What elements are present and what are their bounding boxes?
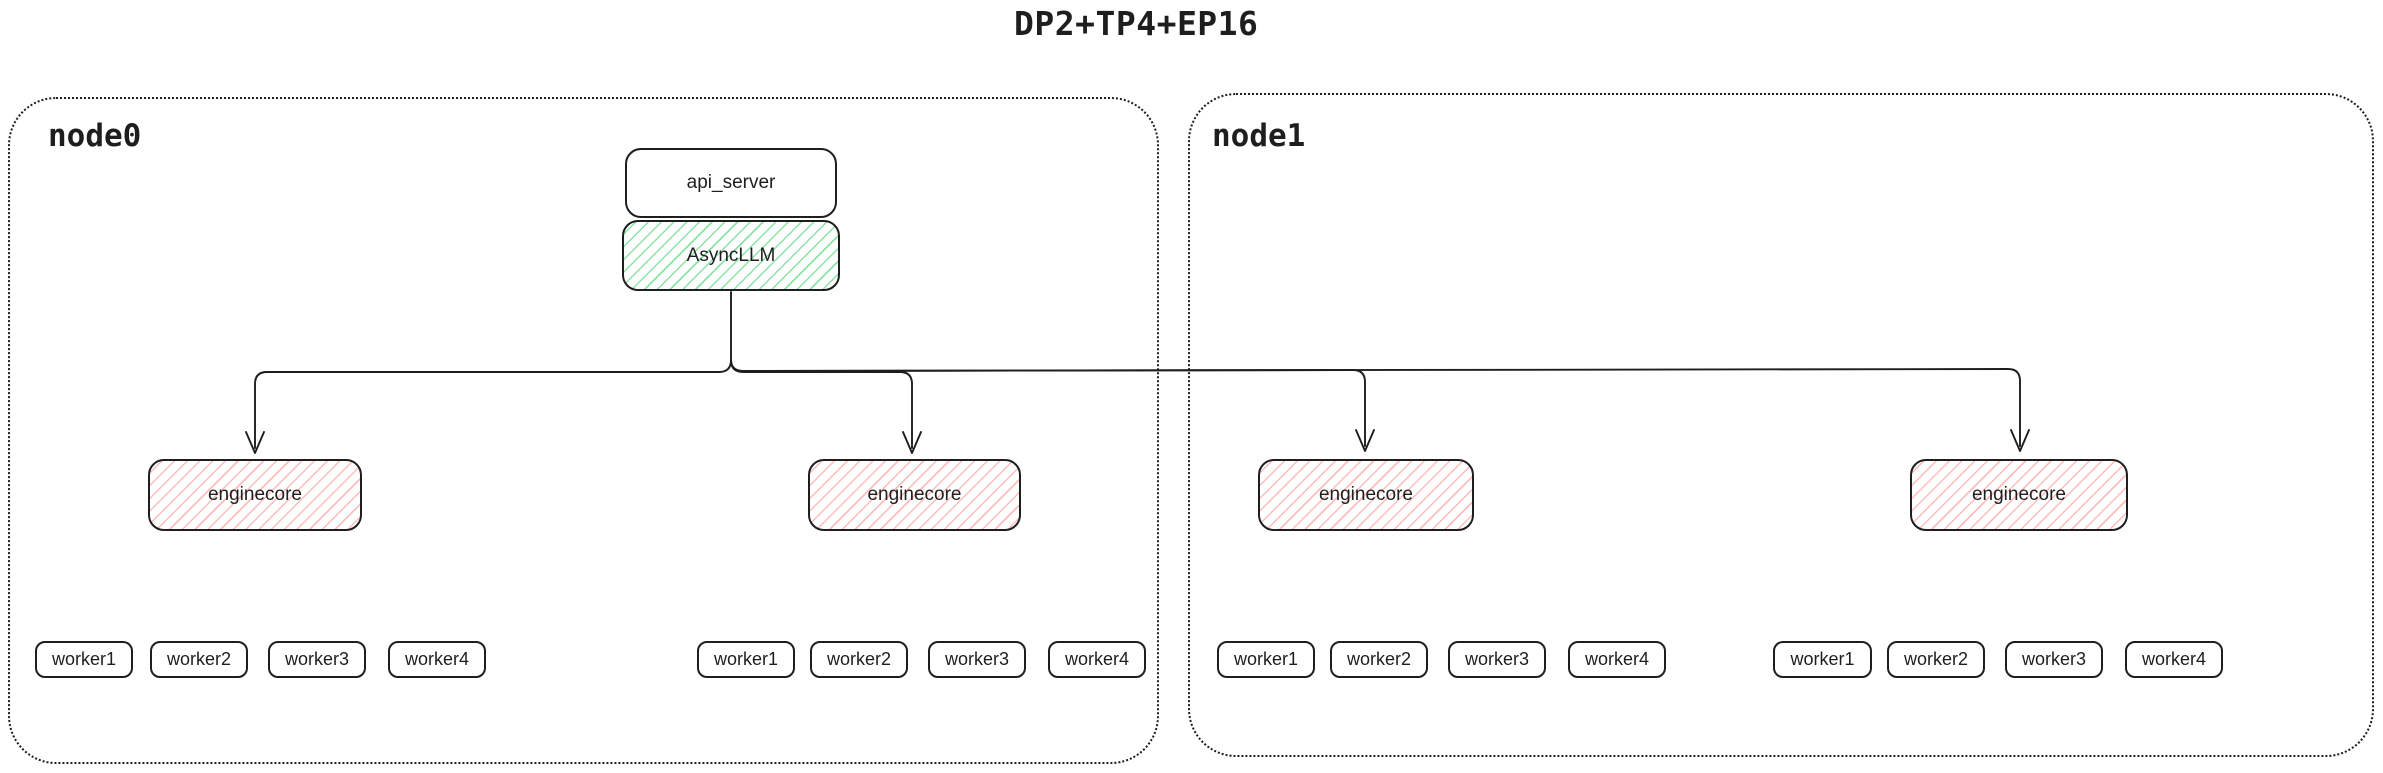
worker-box: worker3 (928, 641, 1026, 678)
worker-box: worker3 (268, 641, 366, 678)
enginecore-label: enginecore (207, 484, 303, 505)
worker-box: worker2 (1887, 641, 1985, 678)
enginecore-label: enginecore (1971, 484, 2067, 505)
enginecore-label: enginecore (1318, 484, 1414, 505)
node0-label: node0 (48, 118, 142, 154)
worker-box: worker2 (810, 641, 908, 678)
worker-box: worker4 (1568, 641, 1666, 678)
api-server-box: api_server (625, 148, 837, 218)
asyncllm-label: AsyncLLM (686, 244, 776, 266)
enginecore-box-2: enginecore (808, 459, 1021, 531)
worker-box: worker4 (1048, 641, 1146, 678)
enginecore-label: enginecore (867, 484, 962, 505)
worker-box: worker4 (2125, 641, 2223, 678)
node1-label: node1 (1212, 118, 1306, 154)
worker-box: worker4 (388, 641, 486, 678)
worker-box: worker2 (1330, 641, 1428, 678)
worker-box: worker2 (150, 641, 248, 678)
api-server-label: api_server (686, 172, 776, 193)
worker-box: worker1 (697, 641, 795, 678)
asyncllm-box: AsyncLLM (622, 220, 840, 291)
enginecore-box-3: enginecore (1258, 459, 1474, 531)
worker-box: worker1 (1773, 641, 1872, 678)
worker-box: worker1 (35, 641, 133, 678)
diagram-title: DP2+TP4+EP16 (1014, 4, 1259, 43)
enginecore-box-4: enginecore (1910, 459, 2128, 531)
worker-box: worker3 (2005, 641, 2103, 678)
worker-box: worker1 (1217, 641, 1315, 678)
worker-box: worker3 (1448, 641, 1546, 678)
enginecore-box-1: enginecore (148, 459, 362, 531)
